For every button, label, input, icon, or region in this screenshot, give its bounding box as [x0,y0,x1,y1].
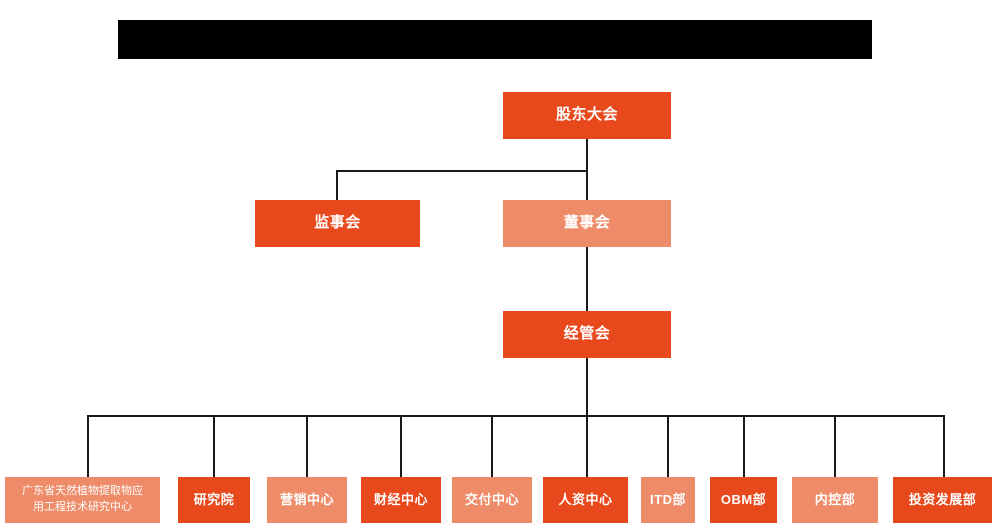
node-investment-dev-dept[interactable]: 投资发展部 [893,477,992,523]
connector-drop-hr-center [586,415,588,477]
connector-drop-delivery-center [491,415,493,477]
node-finance-center-label: 财经中心 [373,491,428,507]
node-directors-label: 董事会 [563,214,611,232]
node-delivery-center-label: 交付中心 [464,491,519,507]
connector-mgmt-stem [586,358,588,416]
node-internal-control-dept[interactable]: 内控部 [792,477,878,523]
node-gd-center[interactable]: 广东省天然植物提取物应 用工程技术研究中心 [5,477,160,523]
node-management-committee-label: 经管会 [563,325,611,343]
node-shareholders-label: 股东大会 [555,106,618,124]
node-delivery-center[interactable]: 交付中心 [452,477,532,523]
node-itd-dept-label: ITD部 [650,491,686,507]
connector-directors-drop [586,170,588,201]
connector-level4-bus [87,415,945,417]
node-research-institute-label: 研究院 [193,491,235,507]
connector-supervisors-drop [336,170,338,201]
connector-drop-internal-control-dept [834,415,836,477]
connector-drop-finance-center [400,415,402,477]
node-hr-center[interactable]: 人资中心 [543,477,628,523]
connector-shareholders-stem [586,139,588,171]
node-management-committee[interactable]: 经管会 [503,311,671,358]
connector-drop-gd-center [87,415,89,477]
node-investment-dev-dept-label: 投资发展部 [908,491,977,507]
node-marketing-center[interactable]: 营销中心 [267,477,347,523]
connector-drop-marketing-center [306,415,308,477]
node-gd-center-label: 广东省天然植物提取物应 用工程技术研究中心 [22,484,143,516]
node-obm-dept-label: OBM部 [720,491,767,507]
node-internal-control-dept-label: 内控部 [814,491,856,507]
node-marketing-center-label: 营销中心 [279,491,334,507]
node-finance-center[interactable]: 财经中心 [361,477,441,523]
node-research-institute[interactable]: 研究院 [178,477,250,523]
connector-drop-obm-dept [743,415,745,477]
node-gd-center-label-line2: 用工程技术研究中心 [33,501,132,513]
node-gd-center-label-line1: 广东省天然植物提取物应 [22,485,143,498]
node-directors[interactable]: 董事会 [503,200,671,247]
connector-drop-itd-dept [667,415,669,477]
node-shareholders[interactable]: 股东大会 [503,92,671,139]
node-obm-dept[interactable]: OBM部 [710,477,777,523]
connector-level2-bus [336,170,588,172]
connector-drop-research-institute [213,415,215,477]
node-itd-dept[interactable]: ITD部 [641,477,695,523]
node-supervisors-label: 监事会 [314,214,361,232]
redacted-title-bar [118,20,872,59]
node-hr-center-label: 人资中心 [558,491,613,507]
node-supervisors[interactable]: 监事会 [255,200,420,247]
connector-drop-investment-dev-dept [943,415,945,477]
connector-directors-to-mgmt [586,247,588,312]
